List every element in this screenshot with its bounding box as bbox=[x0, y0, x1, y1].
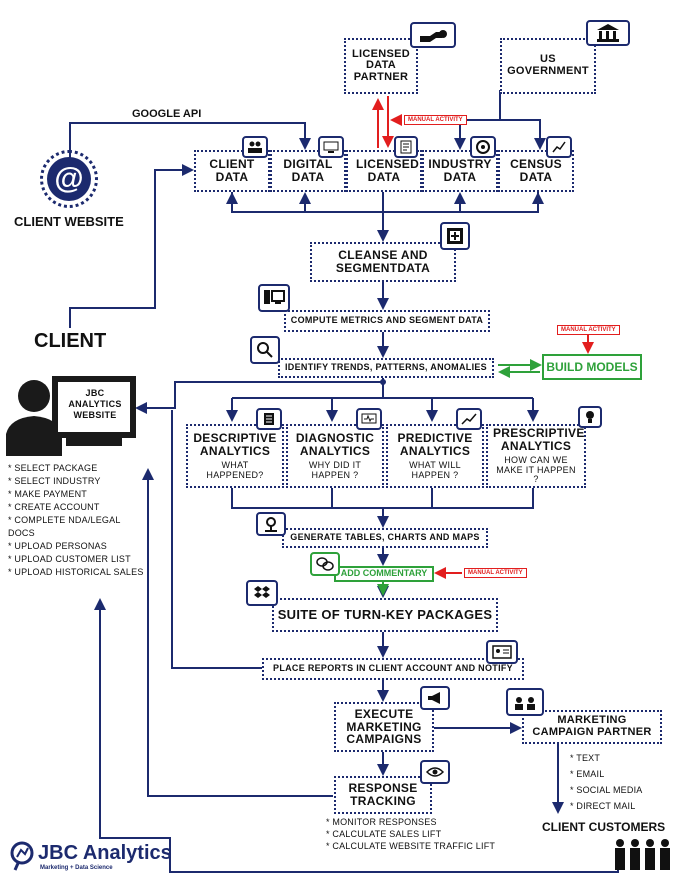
list-item: CALCULATE WEBSITE TRAFFIC LIFT bbox=[326, 840, 526, 852]
licensed-data-partner-box: LICENSED DATA PARTNER bbox=[344, 38, 418, 94]
list-item: DIRECT MAIL bbox=[570, 798, 670, 814]
logo-name: JBC Analytics bbox=[38, 842, 172, 864]
suite-box: SUITE OF TURN-KEY PACKAGES bbox=[272, 598, 498, 632]
globe-gear-icon bbox=[470, 136, 496, 158]
report-icon bbox=[256, 408, 282, 430]
list-item: CREATE ACCOUNT bbox=[8, 501, 148, 514]
list-item: UPLOAD HISTORICAL SALES bbox=[8, 566, 148, 579]
add-commentary-box: ADD COMMENTARY bbox=[334, 566, 434, 582]
at-icon: @ bbox=[40, 150, 98, 208]
bank-icon bbox=[586, 20, 630, 46]
list-item: MONITOR RESPONSES bbox=[326, 816, 526, 828]
hand-coin-icon bbox=[410, 22, 456, 48]
execute-box: EXECUTE MARKETING CAMPAIGNS bbox=[334, 702, 434, 752]
list-item: TEXT bbox=[570, 750, 670, 766]
map-pin-icon bbox=[256, 512, 286, 536]
list-item: EMAIL bbox=[570, 766, 670, 782]
list-item: COMPLETE NDA/LEGAL DOCS bbox=[8, 514, 148, 540]
channels-list: TEXT EMAIL SOCIAL MEDIA DIRECT MAIL bbox=[570, 750, 670, 814]
client-steps-list: SELECT PACKAGE SELECT INDUSTRY MAKE PAYM… bbox=[8, 462, 148, 579]
lightbulb-icon bbox=[578, 406, 602, 428]
client-customers-label: CLIENT CUSTOMERS bbox=[542, 820, 666, 834]
list-item: SOCIAL MEDIA bbox=[570, 782, 670, 798]
marketing-partner-box: MARKETING CAMPAIGN PARTNER bbox=[522, 710, 662, 744]
tracking-list: MONITOR RESPONSES CALCULATE SALES LIFT C… bbox=[326, 816, 526, 852]
us-government-box: US GOVERNMENT bbox=[500, 38, 596, 94]
generate-box: GENERATE TABLES, CHARTS AND MAPS bbox=[282, 528, 488, 548]
list-item: CALCULATE SALES LIFT bbox=[326, 828, 526, 840]
build-models-box: BUILD MODELS bbox=[542, 354, 642, 380]
crowd-icon bbox=[612, 838, 674, 872]
logo-tagline: Marketing + Data Science bbox=[40, 865, 113, 871]
list-item: UPLOAD PERSONAS bbox=[8, 540, 148, 553]
dropbox-icon bbox=[246, 580, 278, 606]
jbc-website-label: JBC ANALYTICS WEBSITE bbox=[68, 388, 122, 420]
client-heading: CLIENT bbox=[34, 330, 107, 352]
manual-activity-tag-top: MANUAL ACTIVITY bbox=[404, 115, 467, 125]
response-tracking-box: RESPONSE TRACKING bbox=[334, 776, 432, 814]
computer-chart-icon bbox=[318, 136, 344, 158]
magnifier-chart-icon bbox=[250, 336, 280, 364]
document-icon bbox=[394, 136, 418, 158]
analytics-prescriptive: PRESCRIPTIVE ANALYTICS HOW CAN WE MAKE I… bbox=[486, 424, 586, 488]
jbc-logo: JBC Analytics Marketing + Data Science bbox=[6, 840, 172, 874]
list-item: UPLOAD CUSTOMER LIST bbox=[8, 553, 148, 566]
client-website-label: CLIENT WEBSITE bbox=[14, 214, 124, 229]
list-item: SELECT PACKAGE bbox=[8, 462, 148, 475]
id-card-icon bbox=[486, 640, 518, 664]
list-item: MAKE PAYMENT bbox=[8, 488, 148, 501]
desktop-icon bbox=[258, 284, 290, 312]
monitor-pulse-icon bbox=[356, 408, 382, 430]
people-chat-icon bbox=[506, 688, 544, 716]
analytics-diagnostic: DIAGNOSTIC ANALYTICS WHY DID IT HAPPEN ? bbox=[286, 424, 384, 488]
add-square-icon bbox=[440, 222, 470, 250]
identify-box: IDENTIFY TRENDS, PATTERNS, ANOMALIES bbox=[278, 358, 494, 378]
us-government-label: US GOVERNMENT bbox=[507, 53, 589, 77]
place-reports-box: PLACE REPORTS IN CLIENT ACCOUNT AND NOTI… bbox=[262, 658, 524, 680]
trend-up-icon bbox=[456, 408, 482, 430]
compute-box: COMPUTE METRICS AND SEGMENT DATA bbox=[284, 310, 490, 332]
manual-activity-tag-models: MANUAL ACTIVITY bbox=[557, 325, 620, 335]
eye-icon bbox=[420, 760, 450, 784]
logo-magnifier-icon bbox=[10, 841, 34, 871]
megaphone-icon bbox=[420, 686, 450, 710]
licensed-data-partner-label: LICENSED DATA PARTNER bbox=[351, 47, 411, 83]
users-icon bbox=[242, 136, 268, 158]
chat-bubbles-icon bbox=[310, 552, 340, 576]
user-at-computer-icon: JBC ANALYTICS WEBSITE bbox=[6, 372, 138, 456]
google-api-label: GOOGLE API bbox=[132, 108, 202, 120]
list-item: SELECT INDUSTRY bbox=[8, 475, 148, 488]
manual-activity-tag-commentary: MANUAL ACTIVITY bbox=[464, 568, 527, 578]
pencil-chart-icon bbox=[546, 136, 572, 158]
analytics-descriptive: DESCRIPTIVE ANALYTICS WHAT HAPPENED? bbox=[186, 424, 284, 488]
cleanse-box: CLEANSE AND SEGMENTDATA bbox=[310, 242, 456, 282]
analytics-predictive: PREDICTIVE ANALYTICS WHAT WILL HAPPEN ? bbox=[386, 424, 484, 488]
